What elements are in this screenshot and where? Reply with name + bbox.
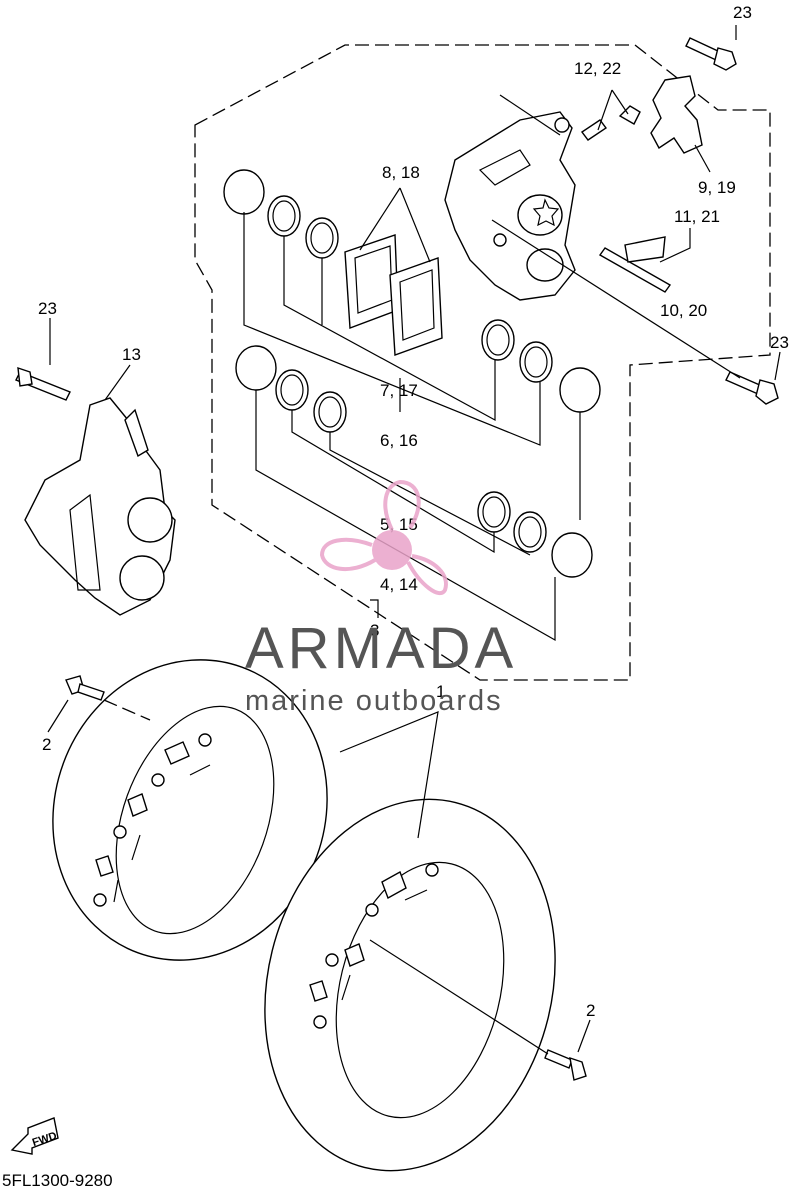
caliper-assembly-boundary <box>194 44 771 681</box>
brake-disc-left <box>52 659 328 961</box>
pad-clip <box>624 236 666 263</box>
label-13: 13 <box>122 345 141 364</box>
label-8-18: 8, 18 <box>382 163 420 182</box>
brake-disc-right <box>264 798 556 1172</box>
watermark-tagline: marine outboards <box>245 685 503 717</box>
label-7-17: 7, 17 <box>380 381 418 400</box>
pad-pin <box>598 247 672 293</box>
fwd-arrow-icon: FWD <box>10 1117 59 1155</box>
label-12-22: 12, 22 <box>574 59 621 78</box>
label-2-right: 2 <box>586 1001 595 1020</box>
piston-set-upper <box>223 169 601 413</box>
label-9-19: 9, 19 <box>698 178 736 197</box>
label-4-14: 4, 14 <box>380 575 418 594</box>
leader-lines <box>49 25 781 642</box>
label-23-right: 23 <box>770 333 789 352</box>
bolt-23-right <box>725 371 779 405</box>
label-23-top: 23 <box>733 3 752 22</box>
disc-bolt-right <box>369 939 591 1081</box>
caliper-body-right <box>444 111 576 301</box>
armada-logo-icon <box>319 479 448 596</box>
piston-set-lower <box>235 345 593 578</box>
label-3: 3 <box>370 621 379 640</box>
pad-spring <box>650 75 703 154</box>
label-11-21: 11, 21 <box>674 207 720 226</box>
caliper-left <box>15 366 176 616</box>
label-2-left: 2 <box>42 735 51 754</box>
disc-leader <box>339 711 439 839</box>
bleed-screw <box>580 105 641 141</box>
bolt-23-top <box>685 37 737 71</box>
diagram-code: 5FL1300-9280 <box>2 1171 113 1190</box>
label-1: 1 <box>436 682 445 701</box>
brake-pad-pair <box>344 234 443 356</box>
disc-bolt-left <box>47 675 151 733</box>
label-23-left: 23 <box>38 299 57 318</box>
label-10-20: 10, 20 <box>660 301 707 320</box>
label-6-16: 6, 16 <box>380 431 418 450</box>
watermark-brand: ARMADA <box>245 616 517 681</box>
